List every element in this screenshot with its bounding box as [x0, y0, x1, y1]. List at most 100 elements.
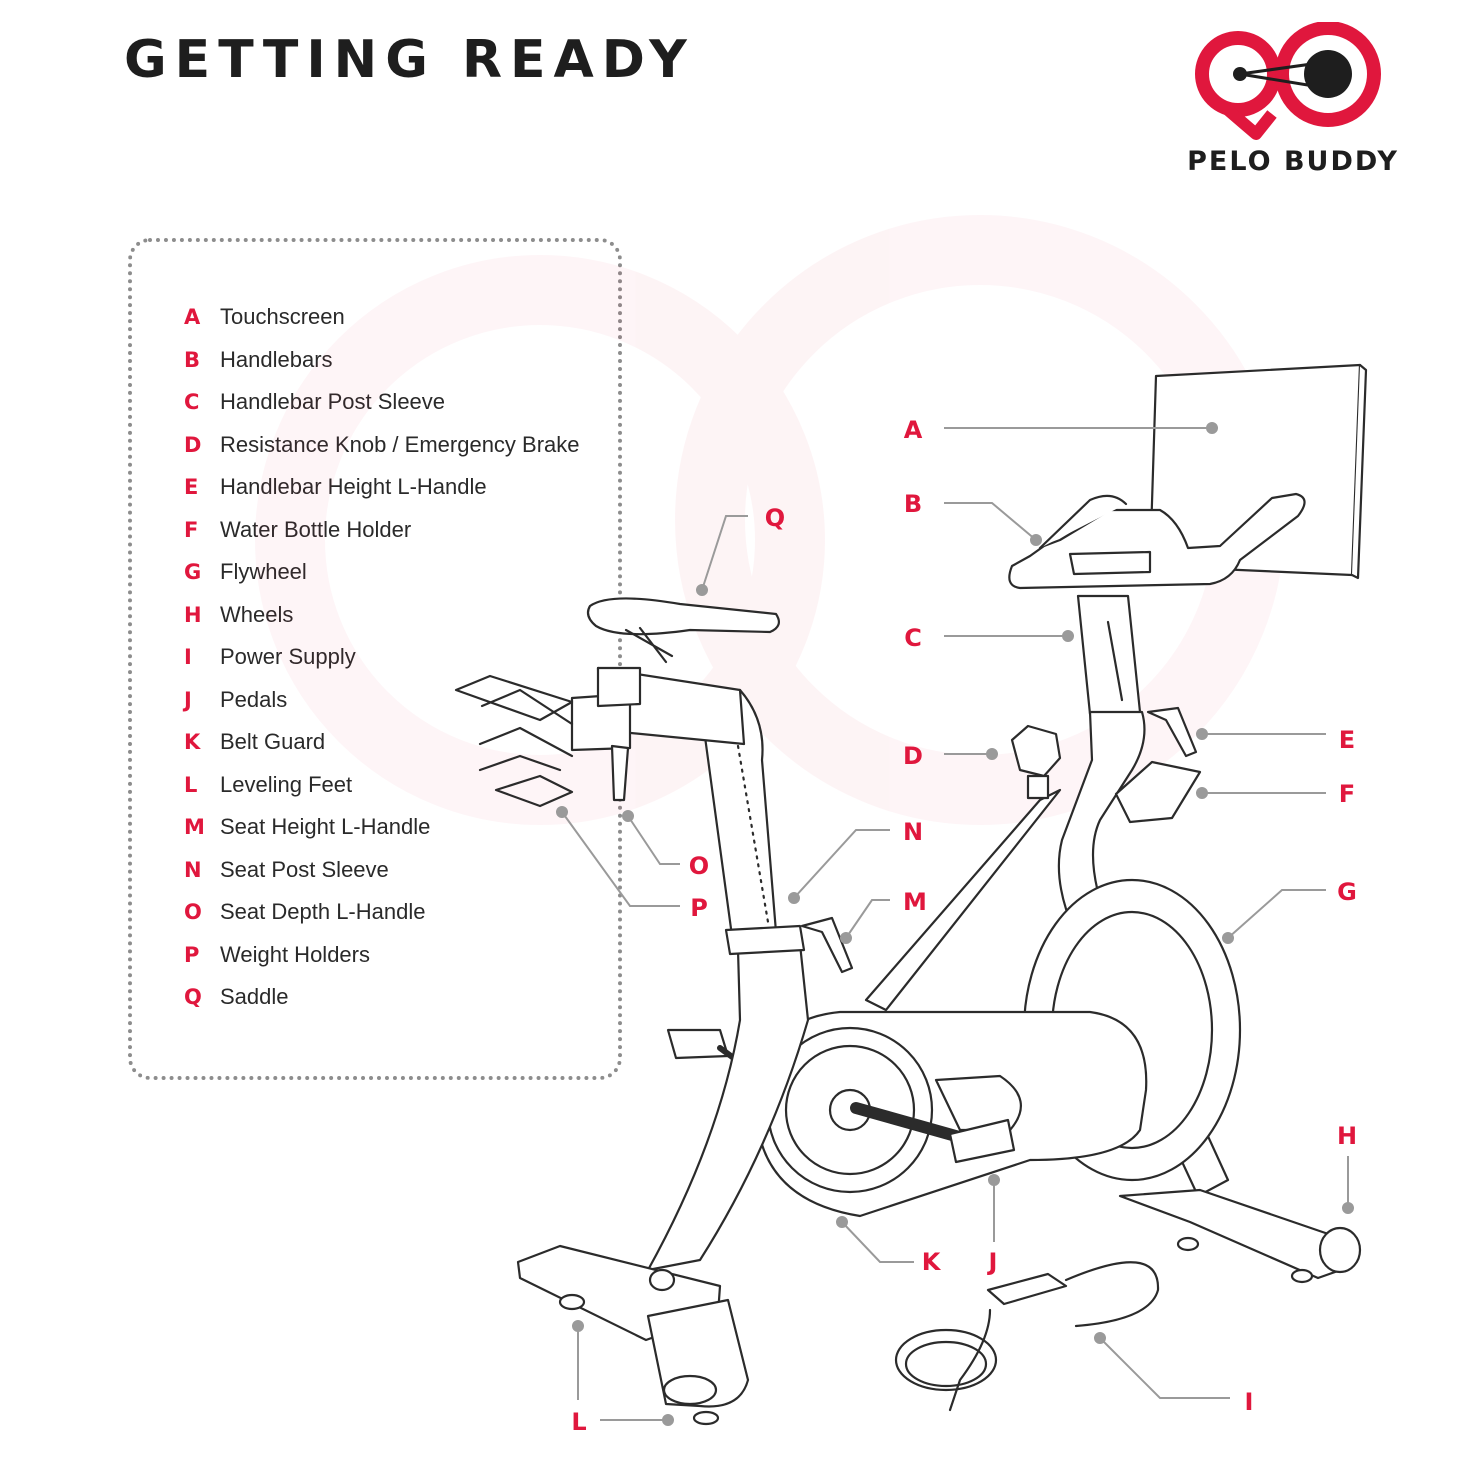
legend-item: E Handlebar Height L-Handle	[184, 466, 580, 509]
callout-k: K	[921, 1248, 941, 1276]
legend-item: M Seat Height L-Handle	[184, 806, 580, 849]
legend-letter: E	[184, 475, 199, 500]
legend-letter: N	[184, 857, 202, 882]
logo-icon	[1195, 21, 1381, 140]
legend-label: Saddle	[220, 984, 289, 1010]
legend-label: Weight Holders	[220, 941, 370, 967]
legend-label: Handlebars	[220, 346, 333, 372]
callout-b: B	[903, 490, 923, 518]
callout-m: M	[903, 888, 927, 916]
resistance-knob	[1010, 724, 1062, 800]
legend-label: Power Supply	[220, 644, 356, 670]
legend-label: Seat Height L-Handle	[220, 814, 431, 840]
legend-label: Resistance Knob / Emergency Brake	[220, 431, 580, 457]
pedal-left	[666, 1028, 730, 1060]
leader-m	[845, 899, 890, 939]
legend-letter: D	[184, 432, 202, 457]
callout-l: L	[571, 1408, 587, 1436]
handlebar-height-handle	[1146, 706, 1198, 758]
legend-letter: B	[184, 347, 201, 372]
legend-item: I Power Supply	[184, 636, 580, 679]
legend-item: G Flywheel	[184, 551, 580, 594]
callout-q: Q	[764, 504, 786, 532]
front-base	[1118, 1188, 1354, 1280]
leader-n	[793, 829, 890, 899]
legend-label: Flywheel	[220, 559, 307, 585]
callout-e: E	[1338, 726, 1356, 754]
legend-letter: F	[184, 517, 199, 542]
leader-q	[701, 515, 748, 591]
leader-g	[1227, 889, 1326, 939]
legend-letter: H	[184, 602, 202, 627]
legend-item: B Handlebars	[184, 339, 580, 382]
legend-letter: J	[184, 687, 192, 712]
saddle	[586, 597, 780, 636]
callout-a: A	[903, 416, 923, 444]
legend-label: Touchscreen	[220, 304, 345, 330]
rear-frame	[646, 942, 810, 1272]
legend-label: Handlebar Height L-Handle	[220, 474, 487, 500]
callout-c: C	[904, 624, 922, 652]
legend-label: Wheels	[220, 601, 294, 627]
callout-leaders	[556, 422, 1354, 1426]
legend-letter: G	[184, 560, 202, 585]
handlebar-post	[1076, 594, 1142, 716]
leader-o	[627, 815, 680, 865]
leader-p	[561, 811, 680, 907]
legend-letter: K	[184, 730, 201, 755]
seat-post	[698, 688, 778, 938]
seat-depth-handle	[610, 744, 630, 802]
pedal-right	[948, 1118, 1016, 1164]
legend-letter: Q	[184, 985, 202, 1010]
touchscreen	[1148, 363, 1368, 580]
callout-o: O	[688, 852, 710, 880]
callout-f: F	[1338, 780, 1356, 808]
callout-j: J	[988, 1248, 998, 1276]
legend-label: Belt Guard	[220, 729, 326, 755]
legend-item: C Handlebar Post Sleeve	[184, 381, 580, 424]
legend-label: Handlebar Post Sleeve	[220, 389, 446, 415]
legend-label: Seat Post Sleeve	[220, 856, 389, 882]
legend-letter: P	[184, 942, 200, 967]
weight-holders	[454, 674, 574, 808]
callout-n: N	[902, 818, 924, 846]
legend-item: O Seat Depth L-Handle	[184, 891, 580, 934]
parts-legend: A Touchscreen B Handlebars C Handlebar Post…	[184, 296, 580, 1019]
legend-letter: C	[184, 390, 200, 415]
legend-label: Seat Depth L-Handle	[220, 899, 426, 925]
seat-height-handle	[800, 916, 854, 974]
brand-logo: PELO BUDDY	[1168, 21, 1418, 182]
legend-item: A Touchscreen	[184, 296, 580, 339]
callout-g: G	[1337, 878, 1357, 906]
page-title: GETTING READY	[124, 30, 695, 90]
legend-letter: I	[184, 645, 192, 670]
legend-item: Q Saddle	[184, 976, 580, 1019]
legend-item: P Weight Holders	[184, 934, 580, 977]
legend-item: L Leveling Feet	[184, 764, 580, 807]
legend-label: Leveling Feet	[220, 771, 353, 797]
legend-item: F Water Bottle Holder	[184, 509, 580, 552]
legend-letter: L	[184, 772, 198, 797]
legend-item: K Belt Guard	[184, 721, 580, 764]
callout-i: I	[1244, 1388, 1254, 1416]
legend-label: Water Bottle Holder	[220, 516, 412, 542]
water-bottle-holder	[1114, 760, 1202, 824]
seat-post-sleeve	[724, 924, 806, 956]
legend-label: Pedals	[220, 686, 288, 712]
brand-name: PELO BUDDY	[1187, 146, 1399, 177]
legend-item: D Resistance Knob / Emergency Brake	[184, 424, 580, 467]
bike-drawing	[454, 363, 1368, 1426]
leader-k	[841, 1221, 914, 1263]
callout-p: P	[690, 894, 708, 922]
legend-item: J Pedals	[184, 679, 580, 722]
legend-item: H Wheels	[184, 594, 580, 637]
downtube	[864, 788, 1062, 1012]
legend-letter: O	[184, 900, 202, 925]
callout-h: H	[1336, 1122, 1358, 1150]
legend-letter: M	[184, 815, 205, 840]
leader-b	[944, 502, 1037, 541]
power-supply	[894, 1261, 1160, 1412]
legend-item: N Seat Post Sleeve	[184, 849, 580, 892]
legend-letter: A	[184, 305, 201, 330]
